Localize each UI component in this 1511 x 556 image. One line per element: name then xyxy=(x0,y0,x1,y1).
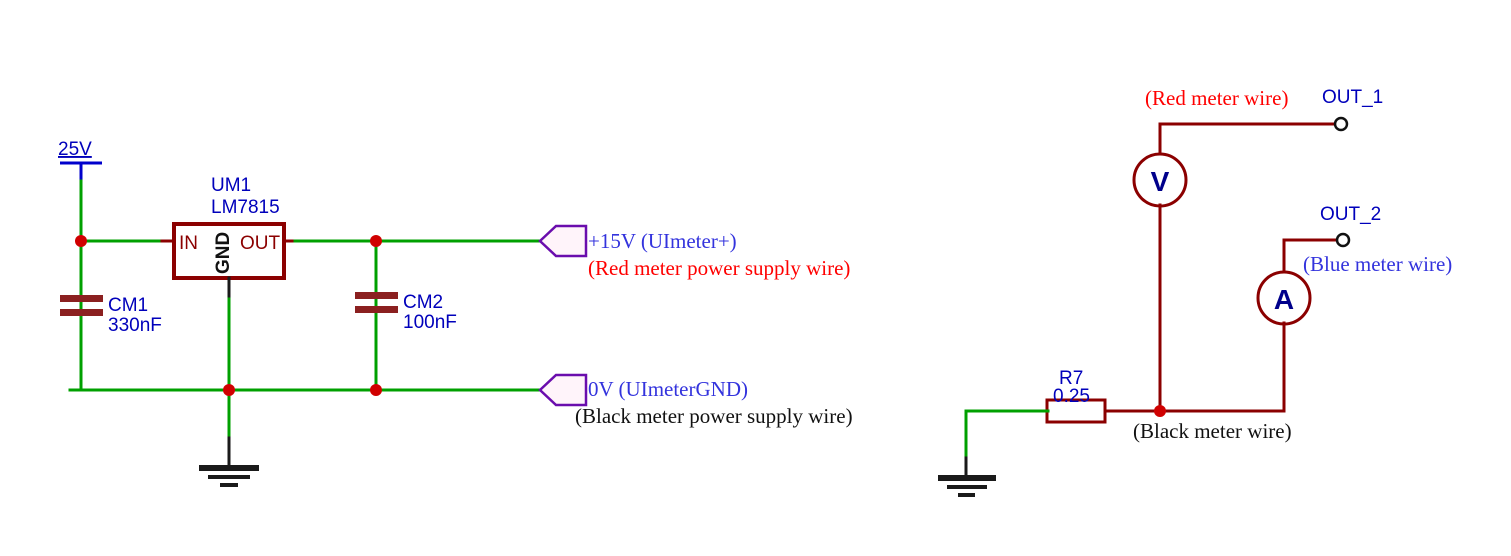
port-plus15v[interactable]: +15V (UImeter+) (Red meter power supply … xyxy=(538,224,850,280)
resistor-designator: R7 xyxy=(1059,368,1083,389)
port-plus15v-net: +15V (UImeter+) xyxy=(588,229,737,253)
note-black-meter-wire: (Black meter wire) xyxy=(1133,419,1292,443)
ground-symbol-left xyxy=(199,465,259,487)
terminal-out2-label: OUT_2 xyxy=(1320,204,1381,225)
junction-vout-rail xyxy=(370,235,382,247)
terminal-out1[interactable]: OUT_1 xyxy=(1322,87,1383,132)
ground-symbol-right xyxy=(938,475,996,497)
resistor-value: 0.25 xyxy=(1053,386,1090,407)
voltmeter-symbol: V xyxy=(1151,166,1170,197)
note-blue-meter-wire: (Blue meter wire) xyxy=(1303,252,1452,276)
terminal-out1-label: OUT_1 xyxy=(1322,87,1383,108)
regulator-pin-label-gnd: GND xyxy=(213,232,234,274)
cm2-plate-bottom xyxy=(355,306,398,313)
junction-vin xyxy=(75,235,87,247)
cm1-designator: CM1 xyxy=(108,295,148,316)
regulator-part-number: LM7815 xyxy=(211,197,280,218)
ammeter[interactable]: A xyxy=(1256,270,1312,326)
capacitor-cm1[interactable]: CM1 330nF xyxy=(60,295,162,336)
port-zero-v-net: 0V (UImeterGND) xyxy=(588,377,748,401)
port-flag-icon-1 xyxy=(538,224,588,258)
regulator-designator: UM1 xyxy=(211,175,251,196)
junction-black-meter-node xyxy=(1154,405,1166,417)
cm2-plate-top xyxy=(355,292,398,299)
regulator-pin-label-in: IN xyxy=(179,233,198,254)
capacitor-cm2[interactable]: CM2 100nF xyxy=(355,292,457,333)
port-zero-v-note: (Black meter power supply wire) xyxy=(575,404,853,428)
voltmeter[interactable]: V xyxy=(1132,152,1188,208)
terminal-circle-icon-1 xyxy=(1333,116,1349,132)
cm2-designator: CM2 xyxy=(403,292,443,313)
regulator-um1[interactable]: IN OUT GND UM1 LM7815 xyxy=(160,175,298,302)
power-port-label: 25V xyxy=(58,139,92,160)
left-circuit-group: 25V CM1 330nF IN OUT GND UM1 LM7815 xyxy=(58,139,853,487)
junction-cm2-rail xyxy=(370,384,382,396)
power-port-25v[interactable]: 25V xyxy=(58,139,102,182)
cm1-value: 330nF xyxy=(108,315,162,336)
junction-gnd-rail xyxy=(223,384,235,396)
cm1-plate-bottom xyxy=(60,309,103,316)
terminal-out2[interactable]: OUT_2 xyxy=(1320,204,1381,248)
port-flag-icon-2 xyxy=(538,373,588,407)
regulator-body xyxy=(172,222,286,280)
regulator-pin-label-out: OUT xyxy=(240,233,281,254)
cm2-value: 100nF xyxy=(403,312,457,333)
cm1-plate-top xyxy=(60,295,103,302)
resistor-r7[interactable]: R7 0.25 xyxy=(1045,368,1107,424)
note-red-meter-wire: (Red meter wire) xyxy=(1145,86,1288,110)
port-zero-v[interactable]: 0V (UImeterGND) (Black meter power suppl… xyxy=(538,373,853,428)
terminal-circle-icon-2 xyxy=(1335,232,1351,248)
right-circuit-group: V OUT_1 (Red meter wire) A OUT_2 (Blue m… xyxy=(938,86,1452,497)
ammeter-symbol: A xyxy=(1274,284,1294,315)
port-plus15v-note: (Red meter power supply wire) xyxy=(588,256,850,280)
